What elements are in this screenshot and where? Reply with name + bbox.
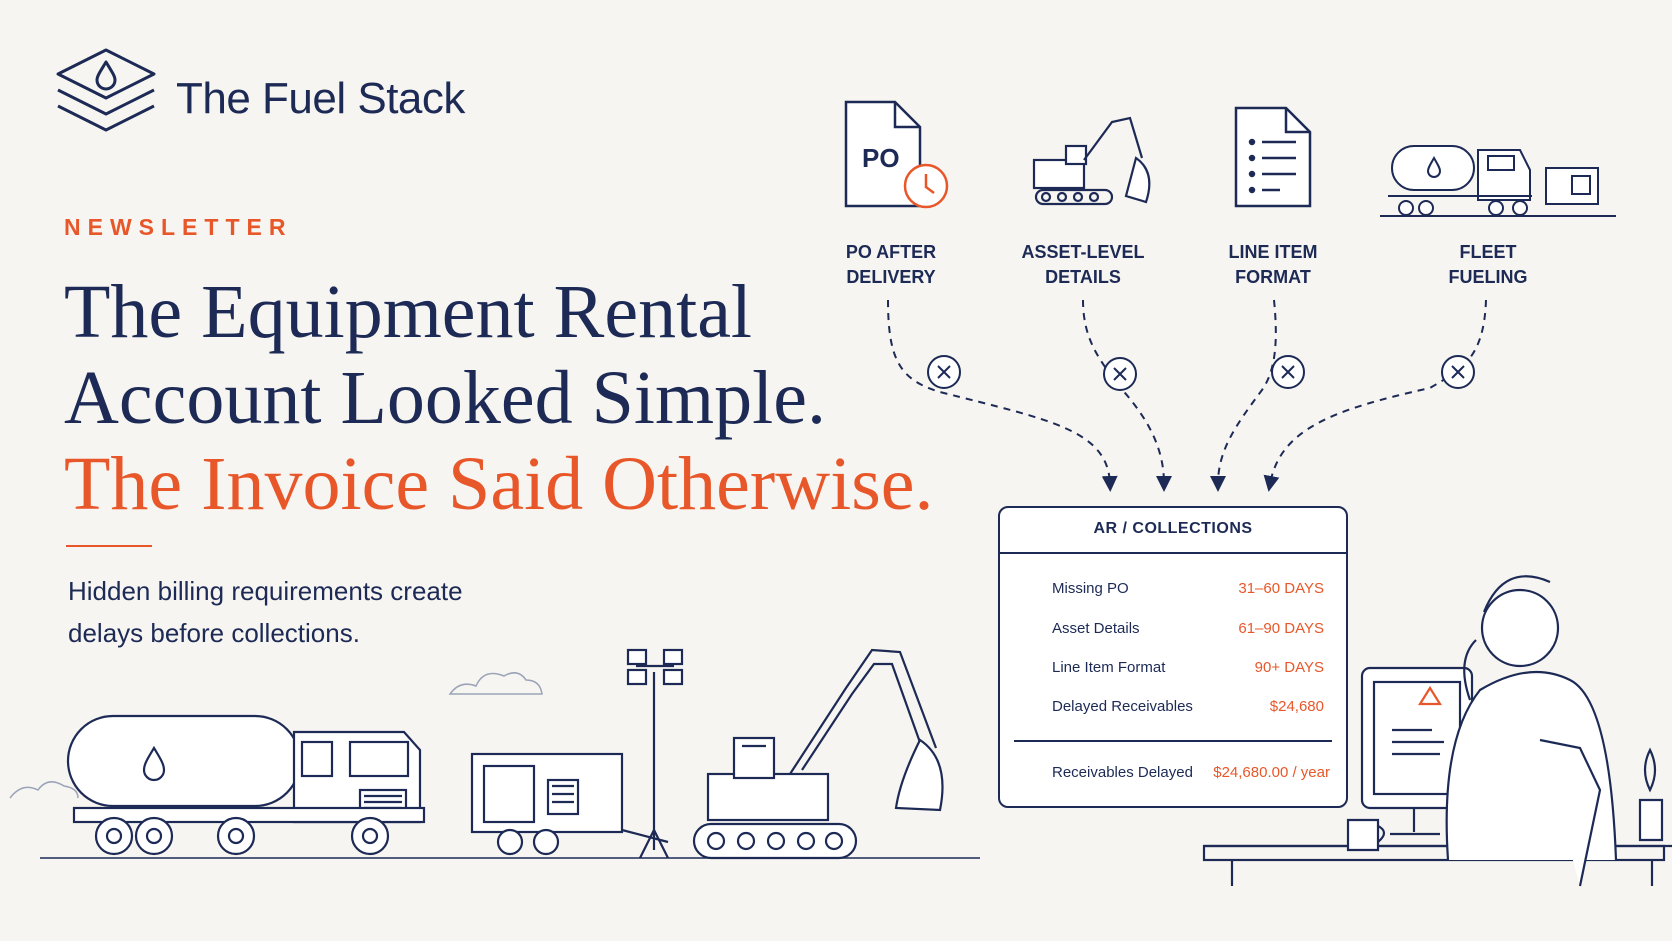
row-label-missing-po: Missing PO <box>1052 580 1129 597</box>
newsletter-label: NEWSLETTER <box>64 214 293 240</box>
blocked-markers <box>927 355 1475 391</box>
row-label-asset-details: Asset Details <box>1052 620 1140 637</box>
list-document-icon <box>1234 106 1312 208</box>
close-icon <box>1441 355 1475 389</box>
excavator-icon <box>1032 116 1151 206</box>
flow-label-asset-level-details: ASSET-LEVEL DETAILS <box>1003 240 1163 290</box>
accent-rule <box>66 545 152 547</box>
close-icon <box>1271 355 1305 389</box>
row-value-delayed-receivables: $24,680 <box>1269 698 1324 715</box>
flow-label-line: DETAILS <box>1045 267 1121 287</box>
flow-label-po-after-delivery: PO AFTER DELIVERY <box>811 240 971 290</box>
flow-connectors <box>887 299 1487 492</box>
flow-label-line: FORMAT <box>1235 267 1311 287</box>
headline-line-3: The Invoice Said Otherwise. <box>64 442 934 526</box>
flow-label-line: LINE ITEM <box>1228 242 1318 262</box>
row-value-missing-po: 31–60 DAYS <box>1238 580 1324 597</box>
person-at-desk-illustration <box>1202 575 1672 887</box>
subheadline-line-1: Hidden billing requirements create <box>68 576 463 606</box>
generator-trailer-icon <box>470 752 669 856</box>
light-tower-icon <box>626 648 684 859</box>
headline-line-2: Account Looked Simple. <box>64 356 826 440</box>
flow-label-line: FLEET <box>1459 242 1517 262</box>
row-label-line-item-format: Line Item Format <box>1052 659 1166 676</box>
logo-icon <box>56 48 156 132</box>
flow-label-line-item-format: LINE ITEM FORMAT <box>1193 240 1353 290</box>
excavator-large-icon <box>692 648 944 860</box>
card-divider <box>1014 740 1332 742</box>
ar-collections-card: AR / COLLECTIONS Missing PO 31–60 DAYS A… <box>998 506 1348 808</box>
row-value-asset-details: 61–90 DAYS <box>1238 620 1324 637</box>
subheadline-line-2: delays before collections. <box>68 618 360 648</box>
row-label-delayed-receivables: Delayed Receivables <box>1052 698 1193 715</box>
fuel-truck-icon <box>1380 145 1616 217</box>
footer-value: $24,680.00 / year <box>1213 764 1330 781</box>
close-icon <box>1103 357 1137 391</box>
flow-label-line: FUELING <box>1448 267 1528 287</box>
flow-label-line: PO AFTER <box>845 242 937 262</box>
card-title: AR / COLLECTIONS <box>1093 520 1253 537</box>
po-document-clock-icon <box>844 100 949 209</box>
fuel-truck-large-icon <box>66 714 426 856</box>
headline-line-1: The Equipment Rental <box>64 270 753 354</box>
close-icon <box>927 355 961 389</box>
flow-label-line: ASSET-LEVEL <box>1021 242 1145 262</box>
flow-label-line: DELIVERY <box>846 267 936 287</box>
flow-label-fleet-fueling: FLEET FUELING <box>1408 240 1568 290</box>
row-value-line-item-format: 90+ DAYS <box>1254 659 1324 676</box>
cloud-icon <box>9 672 543 799</box>
card-divider <box>1000 552 1346 554</box>
brand-name: The Fuel Stack <box>176 74 465 123</box>
footer-label: Receivables Delayed <box>1052 764 1193 781</box>
po-icon-text: PO <box>862 143 900 173</box>
